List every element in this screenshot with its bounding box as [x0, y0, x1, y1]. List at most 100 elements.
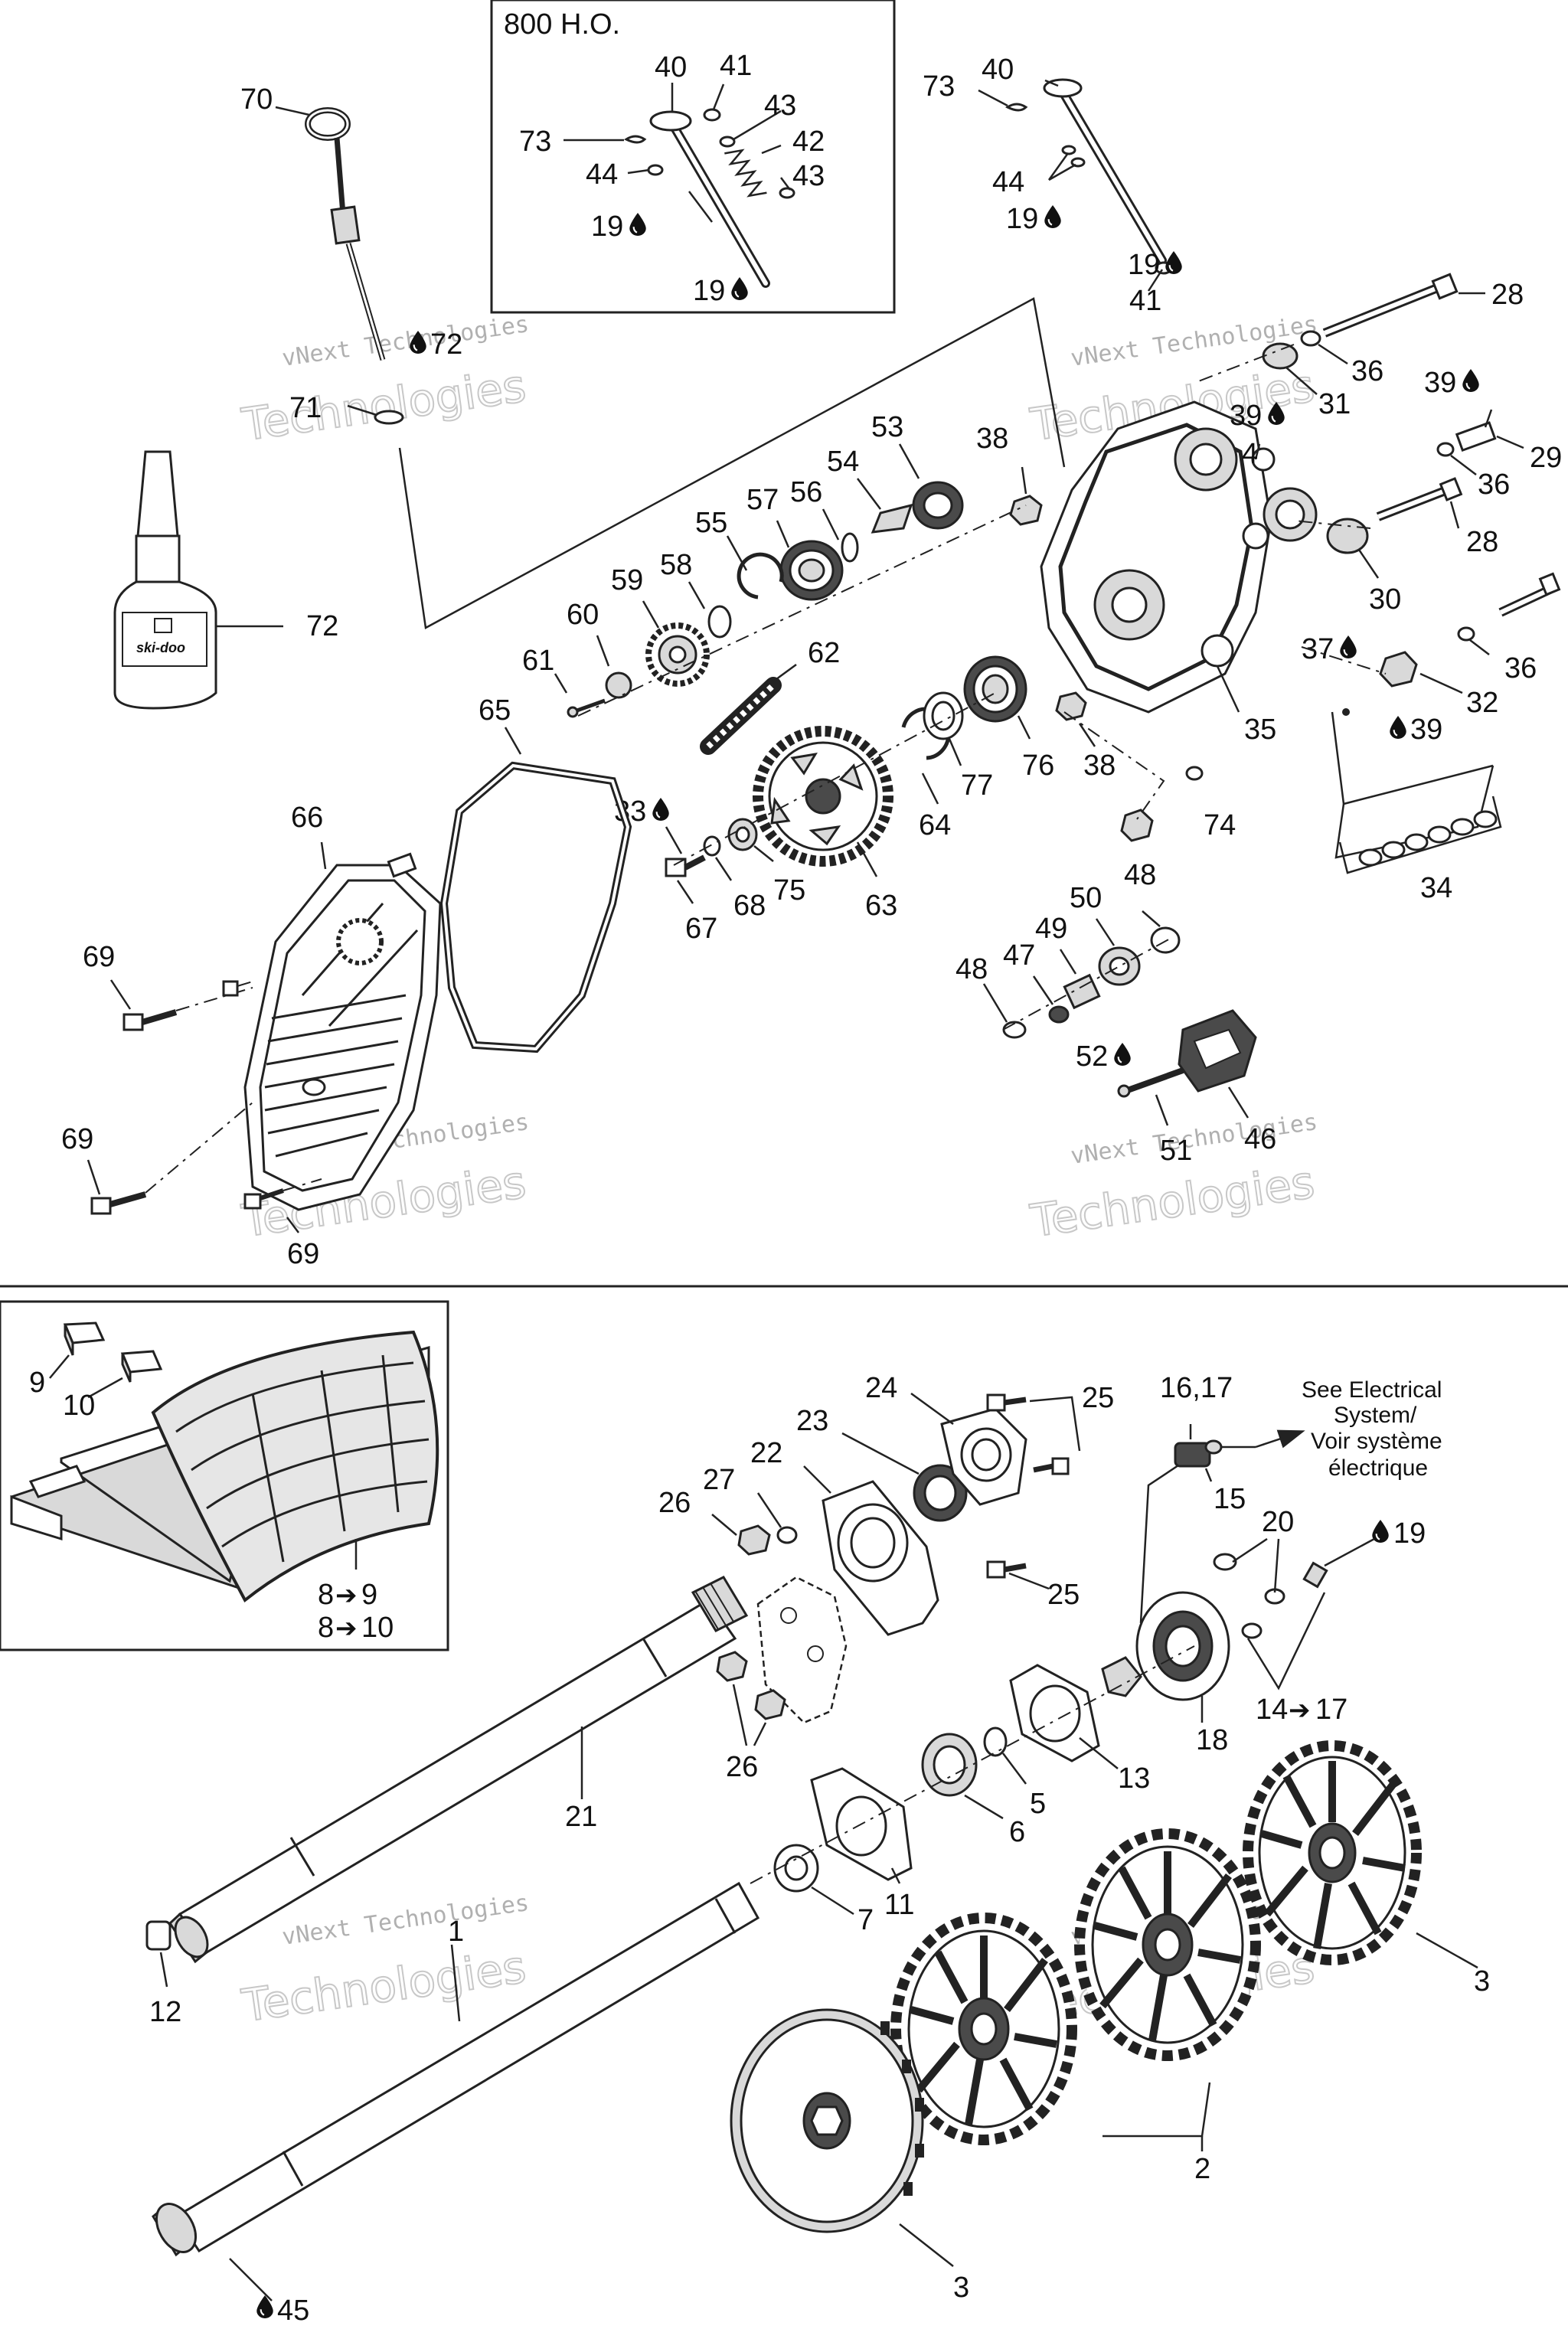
callout-label: 68: [733, 890, 766, 922]
callout-label: 65: [479, 694, 511, 727]
track-sprockets: 3 2: [730, 1740, 1490, 2304]
callout-label: 40: [982, 54, 1014, 86]
callout-label: 43: [792, 160, 825, 192]
drop-icon: [1165, 251, 1182, 274]
electrical-note: System/: [1334, 1403, 1417, 1428]
callout-label: 61: [522, 645, 554, 677]
callout-label: 10: [63, 1390, 95, 1422]
callout-label: 25: [1082, 1382, 1114, 1414]
callout-label: 26: [658, 1487, 691, 1519]
callout-label: 19: [591, 211, 623, 243]
callout-label: 49: [1035, 913, 1067, 945]
callout-label: 72: [306, 610, 338, 642]
callout-label: 48: [1124, 859, 1156, 891]
callout-label: 62: [808, 637, 840, 669]
drop-icon: [1340, 635, 1357, 658]
callout-label: 38: [1083, 750, 1116, 782]
callout-label: 5: [1030, 1788, 1046, 1820]
electrical-note: See Electrical: [1302, 1377, 1442, 1403]
callout-label: 8: [318, 1612, 334, 1644]
callout-label: 43: [764, 90, 796, 122]
callout-label: 51: [1160, 1135, 1192, 1167]
callout-label: 31: [1318, 388, 1351, 420]
callout-label: 18: [1196, 1724, 1228, 1756]
oil-bottle: ski-doo 72: [113, 450, 338, 710]
watermark-text: Technologies: [238, 1941, 528, 2032]
callout-label: 22: [750, 1437, 782, 1469]
callout-label: 32: [1466, 687, 1498, 719]
callout-label: 56: [790, 476, 822, 508]
callout-label: 36: [1504, 652, 1537, 684]
electrical-note: électrique: [1328, 1455, 1428, 1481]
drop-icon: [652, 798, 669, 821]
callout-label: 75: [773, 874, 805, 906]
drop-icon: [1114, 1043, 1131, 1066]
callout-label: 10: [361, 1612, 394, 1644]
chaincase-housing: 4 35: [1040, 400, 1318, 746]
callout-label: 39: [1424, 367, 1456, 399]
callout-label: 7: [858, 1904, 874, 1936]
callout-label: 50: [1070, 882, 1102, 914]
drop-icon: [1462, 369, 1479, 392]
callout-label: 35: [1244, 714, 1276, 746]
callout-label: 34: [1420, 872, 1452, 904]
chain-tensioner: 48 50 49 47 48 52 46 51: [956, 859, 1276, 1167]
callout-label: 59: [611, 564, 643, 596]
callout-label: 58: [660, 549, 692, 581]
watermark-text: vNext Technologies: [280, 1890, 531, 1951]
callout-label: 40: [655, 51, 687, 83]
drop-icon: [1390, 716, 1406, 739]
variant-title: 800 H.O.: [504, 8, 620, 41]
callout-label: 3: [1474, 1965, 1490, 1998]
callout-label: 72: [430, 328, 462, 361]
callout-label: 42: [792, 126, 825, 158]
callout-label: 69: [61, 1123, 93, 1155]
shim-set: 34: [1331, 708, 1502, 904]
drive-axle: 21 12: [145, 1576, 749, 2028]
callout-label: 69: [83, 941, 115, 973]
callout-label: 26: [726, 1751, 758, 1783]
callout-label: 41: [720, 50, 752, 82]
track-inset-box: 9 10 8 ➔ 9 8 ➔ 10: [0, 1300, 449, 1651]
callout-label: 77: [961, 769, 993, 802]
chaincase-cover: 65 66 69 69: [61, 694, 632, 1270]
bearing-housing-upper: 25 25 26 27 22 23 24 26: [658, 1372, 1114, 1783]
callout-label: 55: [695, 507, 727, 539]
callout-label: 19: [1128, 249, 1160, 281]
callout-label: 57: [746, 484, 779, 516]
callout-label: 45: [277, 2295, 309, 2327]
callout-label: 8: [318, 1579, 334, 1611]
callout-label: 19: [1006, 203, 1038, 235]
bottle-brand-label: ski-doo: [136, 640, 185, 655]
callout-label: 17: [1315, 1694, 1348, 1726]
drive-axle-lower: 1 45: [152, 1881, 760, 2327]
housing-fasteners: 28 36 31 39 39 29 36 28 30: [1194, 273, 1562, 746]
watermark-text: Technologies: [1027, 1156, 1317, 1247]
callout-label: 44: [992, 166, 1024, 198]
callout-label: 19: [693, 275, 725, 307]
callout-label: 52: [1076, 1040, 1108, 1073]
callout-label: 30: [1369, 583, 1401, 616]
callout-label: 70: [240, 83, 273, 116]
callout-label: 44: [586, 158, 618, 191]
drop-icon: [731, 277, 748, 300]
callout-label: 28: [1491, 279, 1524, 311]
electrical-note: Voir système: [1311, 1429, 1442, 1454]
drop-icon: [629, 213, 646, 236]
callout-label: 39: [1410, 714, 1442, 746]
callout-label: 3: [953, 2272, 969, 2304]
callout-label: 24: [865, 1372, 897, 1404]
callout-label: 66: [291, 802, 323, 834]
callout-label: 19: [1393, 1517, 1426, 1550]
drop-icon: [1372, 1520, 1389, 1543]
callout-label: 15: [1214, 1483, 1246, 1515]
callout-label: 14: [1256, 1694, 1288, 1726]
callout-label: 73: [923, 70, 955, 103]
callout-label: 28: [1466, 526, 1498, 558]
callout-label: 53: [871, 411, 903, 443]
callout-label: 16,17: [1160, 1372, 1233, 1404]
watermark-text: Technologies: [238, 360, 528, 451]
variant-inset-box: 800 H.O. 40 41 43 42 43 73 44 19 19: [490, 0, 896, 314]
callout-label: 13: [1118, 1762, 1150, 1795]
